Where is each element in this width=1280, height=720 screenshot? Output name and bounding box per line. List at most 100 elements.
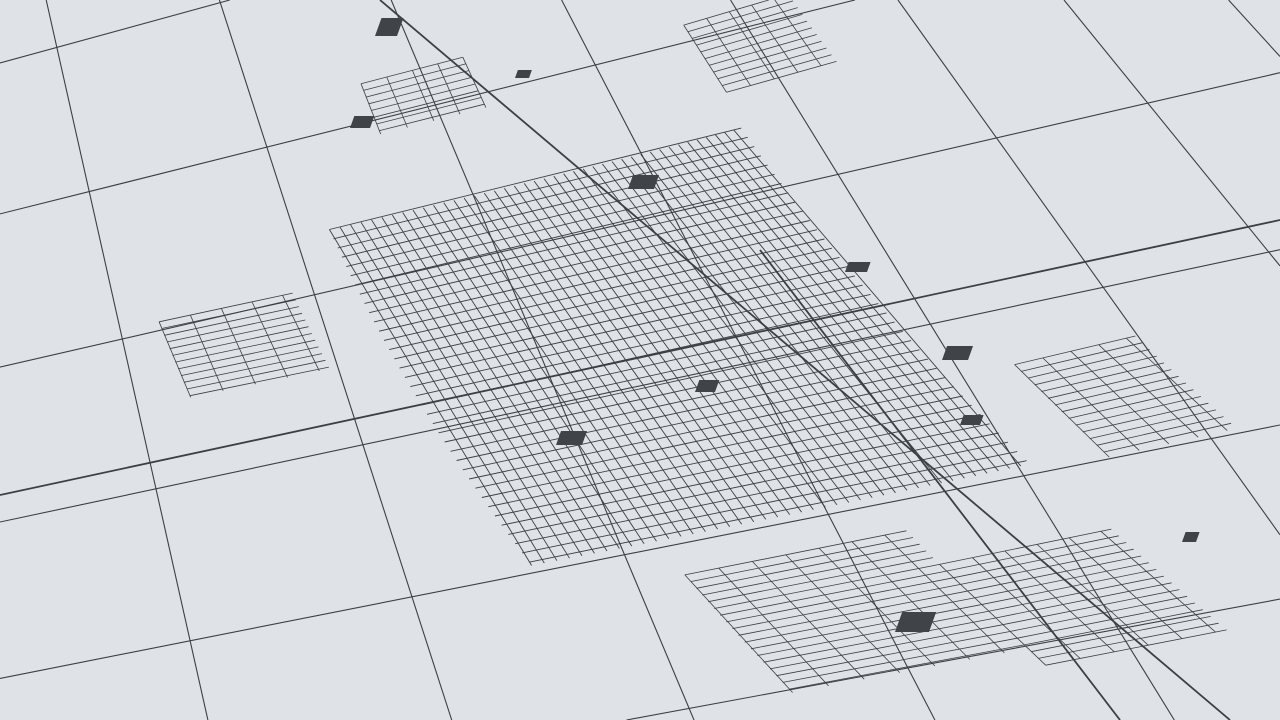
street bbox=[426, 312, 887, 415]
subdivision-street bbox=[373, 90, 478, 118]
section-road bbox=[1063, 0, 1280, 267]
street bbox=[364, 201, 796, 304]
subdivision-street bbox=[1009, 595, 1188, 632]
subdivision-street bbox=[690, 537, 914, 582]
subdivisions bbox=[158, 0, 1232, 693]
subdivision-street bbox=[1041, 362, 1165, 392]
subdivision-street bbox=[1096, 416, 1224, 446]
section-road bbox=[897, 0, 1280, 536]
street bbox=[350, 224, 558, 561]
section-road bbox=[0, 249, 1280, 523]
subdivision-street bbox=[1021, 342, 1143, 372]
building-block bbox=[1182, 532, 1200, 542]
section-road bbox=[390, 0, 695, 720]
subdivision-street bbox=[774, 0, 822, 67]
subdivision-street bbox=[1002, 589, 1180, 626]
street bbox=[371, 219, 583, 557]
street bbox=[381, 217, 595, 554]
subdivision-street bbox=[379, 103, 485, 132]
subdivision-street bbox=[702, 550, 927, 596]
street bbox=[724, 132, 1010, 469]
subdivision-street bbox=[360, 83, 382, 135]
arterial-road bbox=[759, 249, 1121, 720]
subdivision-street bbox=[376, 97, 482, 125]
street bbox=[678, 144, 954, 481]
subdivision-street bbox=[189, 366, 329, 397]
subdivision-street bbox=[776, 631, 1010, 677]
subdivision-street bbox=[752, 561, 865, 680]
street bbox=[533, 180, 779, 518]
subdivision-street bbox=[717, 47, 827, 80]
street bbox=[649, 151, 919, 489]
subdivision-street bbox=[183, 353, 323, 383]
street bbox=[602, 163, 861, 501]
street bbox=[456, 358, 929, 461]
street bbox=[350, 173, 775, 277]
street bbox=[462, 367, 937, 471]
subdivision-street bbox=[221, 308, 256, 385]
subdivision-street bbox=[721, 54, 832, 86]
subdivision-street bbox=[728, 11, 775, 80]
street bbox=[329, 229, 532, 566]
street bbox=[410, 284, 863, 388]
subdivision-street bbox=[1045, 629, 1227, 666]
section-road bbox=[45, 0, 209, 720]
subdivision-street bbox=[738, 590, 967, 636]
street bbox=[444, 340, 912, 443]
subdivision-street bbox=[980, 569, 1157, 606]
street bbox=[378, 229, 818, 332]
subdivision-street bbox=[1061, 382, 1187, 413]
subdivision-street bbox=[1070, 351, 1170, 445]
subdivision-street bbox=[178, 339, 316, 370]
subdivision-street bbox=[683, 0, 769, 26]
subdivision-street bbox=[363, 63, 466, 91]
subdivision-street bbox=[360, 56, 463, 85]
subdivision-street bbox=[172, 326, 309, 356]
street bbox=[659, 149, 931, 486]
street bbox=[394, 256, 840, 360]
subdivision-street bbox=[683, 24, 727, 93]
street bbox=[592, 166, 850, 503]
arterial-road bbox=[0, 219, 1280, 496]
street bbox=[475, 386, 954, 489]
street bbox=[523, 183, 767, 520]
subdivision-street bbox=[695, 14, 803, 46]
street bbox=[329, 127, 742, 230]
street bbox=[415, 293, 871, 397]
subdivision-street bbox=[751, 4, 799, 73]
building-block bbox=[515, 70, 532, 78]
subdivision-street bbox=[696, 543, 920, 589]
street bbox=[611, 161, 873, 498]
subdivision-street bbox=[973, 562, 1149, 599]
subdivision-street bbox=[987, 575, 1164, 612]
section-road bbox=[1228, 0, 1280, 57]
street bbox=[640, 154, 908, 491]
subdivision-street bbox=[412, 70, 435, 121]
subdivision-street bbox=[368, 77, 472, 105]
street bbox=[503, 188, 743, 525]
street bbox=[359, 192, 789, 295]
street bbox=[705, 137, 988, 474]
street bbox=[582, 168, 838, 506]
street bbox=[515, 441, 1008, 545]
subdivision-street bbox=[966, 555, 1142, 592]
subdivision-street bbox=[1014, 364, 1110, 458]
street bbox=[450, 349, 920, 452]
subdivision-street bbox=[720, 570, 947, 616]
street bbox=[391, 214, 608, 552]
subdivision-street bbox=[462, 57, 487, 108]
street bbox=[733, 129, 1022, 467]
subdivision-street bbox=[251, 301, 288, 378]
subdivision-street bbox=[684, 530, 907, 576]
subdivision-street bbox=[1034, 355, 1157, 386]
street bbox=[404, 275, 855, 378]
subdivision-street bbox=[1100, 530, 1216, 633]
street bbox=[715, 134, 999, 472]
subdivision-street bbox=[164, 306, 299, 336]
subdivision-street bbox=[1048, 369, 1172, 399]
downtown-grid bbox=[329, 127, 1027, 566]
street bbox=[373, 220, 810, 323]
street bbox=[621, 158, 885, 496]
subdivision-street bbox=[1042, 357, 1140, 451]
